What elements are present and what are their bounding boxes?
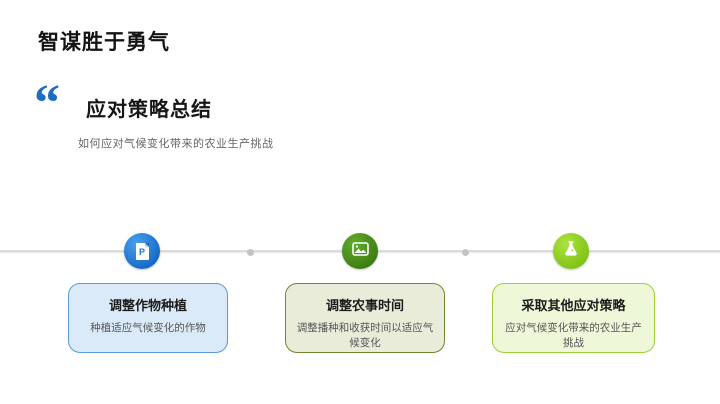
quote-icon: “ (34, 75, 60, 132)
strategy-card-2: 调整农事时间 调整播种和收获时间以适应气候变化 (285, 283, 445, 353)
card-description: 应对气候变化带来的农业生产挑战 (505, 322, 642, 350)
flask-icon (563, 240, 579, 262)
timeline-dot (247, 249, 254, 256)
card-title: 调整农事时间 (325, 298, 404, 313)
card-title: 调整作物种植 (108, 298, 187, 313)
card-description: 调整播种和收获时间以适应气候变化 (296, 322, 434, 350)
card-title: 采取其他应对策略 (521, 298, 626, 313)
document-letter: P (138, 247, 145, 257)
document-fold (144, 242, 149, 247)
timeline-dot (462, 249, 469, 256)
stage-circle-2 (342, 233, 378, 269)
section-subtitle: 如何应对气候变化带来的农业生产挑战 (78, 138, 274, 150)
document-p-icon: P (135, 242, 149, 260)
image-icon (351, 241, 369, 261)
strategy-card-1: 调整作物种植 种植适应气候变化的作物 (68, 283, 228, 353)
slide-title: 智谋胜于勇气 (38, 31, 170, 54)
stage-circle-3 (553, 233, 589, 269)
stage-circle-1: P (124, 233, 160, 269)
strategy-card-3: 采取其他应对策略 应对气候变化带来的农业生产挑战 (492, 283, 655, 353)
card-description: 种植适应气候变化的作物 (90, 322, 206, 334)
section-heading: 应对策略总结 (86, 99, 212, 121)
